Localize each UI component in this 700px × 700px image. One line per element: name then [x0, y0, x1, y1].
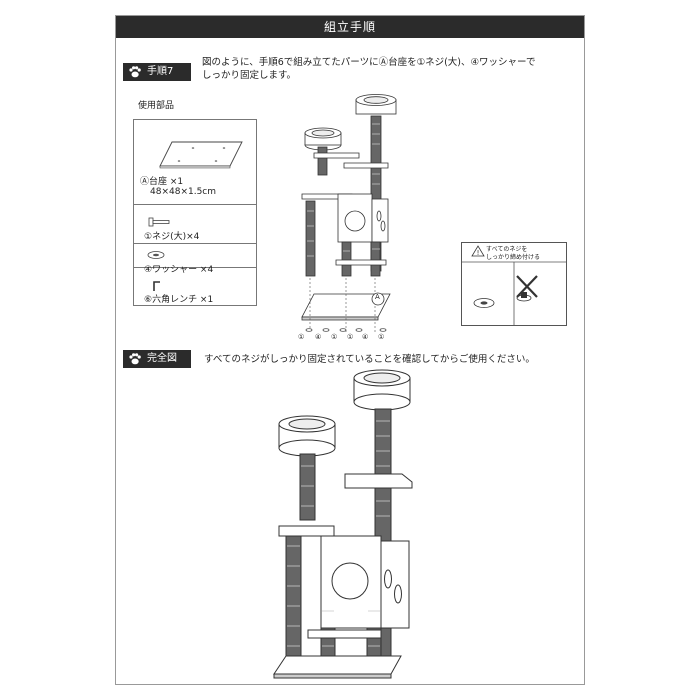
- screw-label: ①: [331, 333, 338, 341]
- parts-title: 使用部品: [138, 101, 175, 111]
- page-title: 組立手順: [116, 16, 584, 38]
- parts-divider: [134, 204, 256, 205]
- screw-label: ①: [298, 333, 305, 341]
- washer-label: ④: [315, 333, 322, 341]
- complete-badge-label: 完全図: [147, 353, 177, 364]
- step-instruction-line2: しっかり固定します。: [202, 70, 297, 81]
- step-instruction-line1: 図のように、手順6で組み立てたパーツにⒶ台座を①ネジ(大)、④ワッシャーで: [202, 57, 536, 68]
- screw-label: ①: [347, 333, 354, 341]
- part-size: 48×48×1.5cm: [150, 187, 217, 197]
- warning-line1: すべてのネジを: [486, 246, 528, 253]
- parts-list: Ⓐ台座 ×1 48×48×1.5cm ①ネジ(大)×4 ④ワッシャー ×4 ⑥六…: [133, 119, 257, 306]
- step-instruction: 図のように、手順6で組み立てたパーツにⒶ台座を①ネジ(大)、④ワッシャーで しっ…: [202, 56, 535, 82]
- part-label: ⑥六角レンチ ×1: [144, 295, 214, 305]
- part-label: Ⓐ台座 ×1: [140, 177, 184, 187]
- warning-box: すべてのネジを しっかり締め付ける: [461, 242, 567, 326]
- warning-line2: しっかり締め付ける: [486, 254, 541, 261]
- warning-text: すべてのネジを しっかり締め付ける: [486, 246, 540, 262]
- svg-text:!: !: [477, 249, 480, 257]
- washer-label: ④: [362, 333, 369, 341]
- part-label: ①ネジ(大)×4: [144, 232, 200, 242]
- paw-icon: [129, 66, 141, 78]
- parts-illustrations: [147, 141, 243, 291]
- step-badge: 手順7: [123, 63, 191, 81]
- complete-cat-tower-illustration: [273, 369, 413, 679]
- complete-badge: 完全図: [123, 350, 191, 368]
- parts-divider: [134, 243, 256, 244]
- paw-icon: [129, 353, 141, 365]
- part-label: ④ワッシャー ×4: [144, 265, 214, 275]
- screw-label: ①: [378, 333, 385, 341]
- complete-instruction: すべてのネジがしっかり固定されていることを確認してからご使用ください。: [204, 354, 535, 365]
- base-label: A: [375, 293, 380, 301]
- assembly-diagram: !: [301, 94, 567, 332]
- parts-divider: [134, 267, 256, 268]
- manual-page: 組立手順 手順7 図のように、手順6で組み立てたパーツにⒶ台座を①ネジ(大)、④…: [115, 15, 585, 685]
- step-badge-label: 手順7: [147, 66, 174, 77]
